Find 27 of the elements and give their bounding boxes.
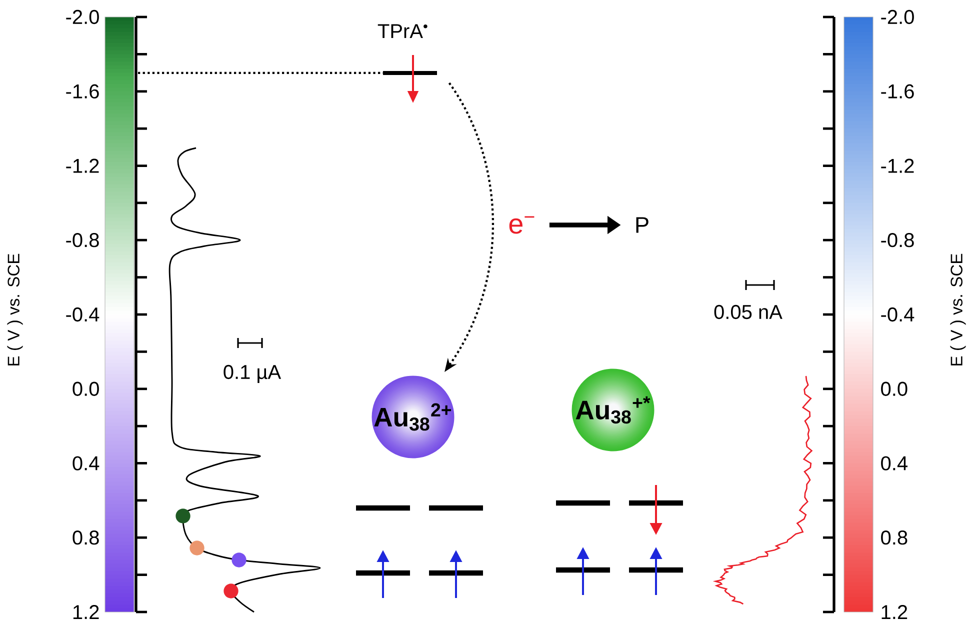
scale-label: 0.1 µA xyxy=(224,364,282,384)
tick-label: -0.4 xyxy=(66,307,100,322)
tick-label: -1.2 xyxy=(66,158,99,173)
tick-label: 0.4 xyxy=(72,456,100,470)
tick-label: -0.8 xyxy=(66,233,99,248)
tick-label: -2.0 xyxy=(881,10,914,24)
tick-label: -0.8 xyxy=(881,233,914,248)
tick-label: 1.2 xyxy=(882,605,908,619)
axis-title: E ( V ) vs. SCE xyxy=(950,254,966,366)
tick-label: -1.6 xyxy=(881,84,914,98)
electron-label: e$^{−}$ xyxy=(509,216,534,234)
tick-label: 0.0 xyxy=(881,382,908,396)
axis-title: E ( V ) vs. SCE xyxy=(7,254,23,366)
tick-label: -1.6 xyxy=(66,84,99,98)
tick-label: 0.4 xyxy=(881,456,908,470)
tick-label: 0.8 xyxy=(72,530,99,545)
tick-label: 0.8 xyxy=(881,530,908,545)
scale-label: 0.05 nA xyxy=(714,304,782,320)
species-label: TPrA$^{•}$ xyxy=(378,24,428,38)
tick-label: -0.4 xyxy=(881,307,914,322)
tick-label: 1.2 xyxy=(73,605,99,619)
cluster-sphere: Au$_{38}$+* xyxy=(572,368,654,452)
cluster-sphere: Au$_{38}$2+ xyxy=(372,376,454,458)
tick-label: 0.0 xyxy=(72,382,99,396)
tick-label: -2.0 xyxy=(66,10,99,24)
product-label: P xyxy=(636,217,648,233)
tick-label: -1.2 xyxy=(881,158,914,173)
